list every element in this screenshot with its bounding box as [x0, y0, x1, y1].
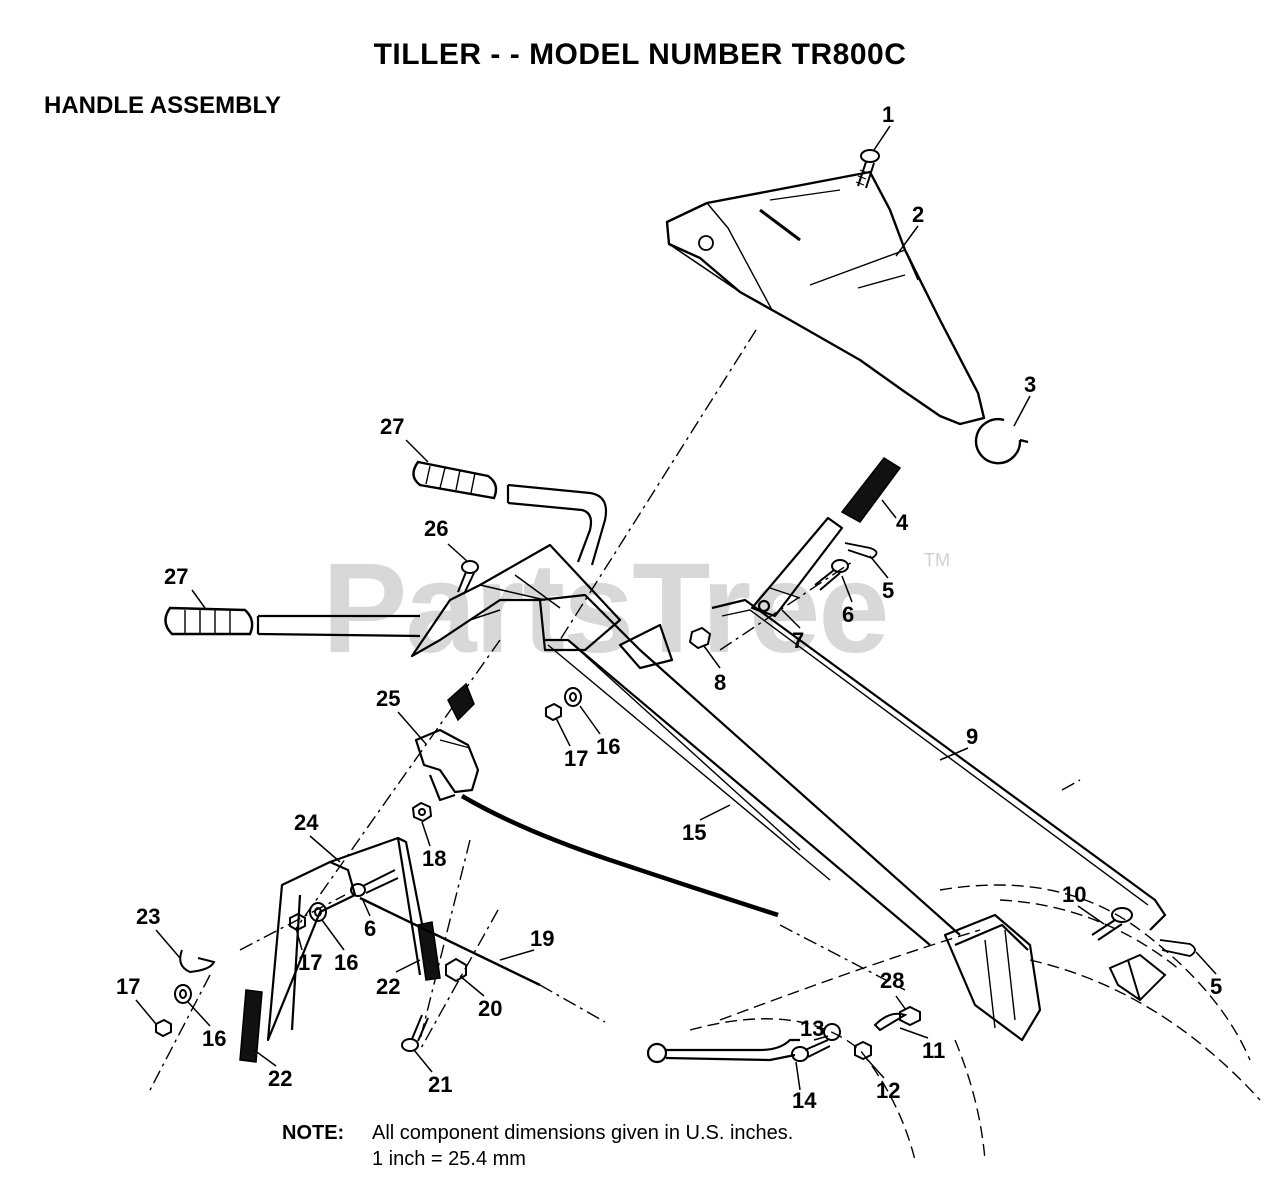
bolt-part-21 [401, 1014, 429, 1052]
callout-10: 10 [1062, 882, 1086, 907]
hairpin-part-5-lower [1159, 939, 1196, 957]
control-knob [447, 682, 475, 722]
washer-part-16-lower [174, 984, 192, 1004]
clip-part-23 [179, 949, 216, 974]
callout-17b: 17 [298, 950, 322, 975]
callout-27b: 27 [164, 564, 188, 589]
callout-5a: 5 [882, 578, 894, 603]
callout-15: 15 [682, 820, 706, 845]
callout-27a: 27 [380, 414, 404, 439]
nut-part-17-upper [545, 702, 562, 722]
washer-part-16-mid [309, 902, 327, 922]
shift-bracket [1108, 953, 1167, 1002]
callout-9: 9 [966, 724, 978, 749]
alignment-lines [149, 329, 1081, 1091]
grip-lower-part-27 [164, 606, 254, 636]
diagram-subtitle: HANDLE ASSEMBLY [44, 92, 281, 119]
callout-5b: 5 [1210, 974, 1222, 999]
grip-upper-part-27 [412, 460, 498, 500]
callout-18: 18 [422, 846, 446, 871]
callout-12: 12 [876, 1078, 900, 1103]
control-linkage-part-24 [266, 836, 434, 1042]
callout-22a: 22 [376, 974, 400, 999]
control-cable [460, 794, 779, 918]
washer-part-13 [823, 1023, 841, 1041]
spacer-part-11 [873, 1012, 908, 1032]
watermark: PartsTree TM [322, 537, 950, 680]
bolt-part-6-upper [814, 559, 849, 591]
main-handle-tube [539, 593, 1042, 1042]
nut-part-20 [445, 957, 467, 983]
rod-part-19 [359, 896, 541, 987]
bolt-part-10 [1091, 907, 1133, 941]
callout-6a: 6 [842, 602, 854, 627]
nut-part-12 [854, 1040, 872, 1061]
retaining-ring-part-3 [974, 418, 1029, 465]
handlebar-lower [256, 614, 421, 638]
callout-17c: 17 [116, 974, 140, 999]
nut-part-17-mid [289, 912, 306, 932]
nut-part-17-lower [155, 1018, 172, 1038]
nut-part-18 [411, 801, 433, 823]
callout-19: 19 [530, 926, 554, 951]
shift-rod-part-9 [711, 598, 1167, 931]
note-block: NOTE: All component dimensions given in U… [282, 1120, 793, 1172]
nut-part-8 [688, 626, 712, 650]
callout-16a: 16 [596, 734, 620, 759]
shift-lever-part-7 [750, 516, 844, 618]
bolt-part-26 [457, 560, 479, 595]
watermark-text: PartsTree [322, 537, 888, 680]
tiller-body-outline [689, 884, 1261, 1161]
callout-8: 8 [714, 670, 726, 695]
callout-1: 1 [882, 102, 894, 127]
depth-lever-part-14 [646, 1038, 800, 1064]
lever-grip-part-4 [840, 457, 902, 523]
callout-14: 14 [792, 1088, 817, 1113]
note-line-2: 1 inch = 25.4 mm [372, 1148, 526, 1170]
washer-part-16-upper [564, 687, 582, 707]
callout-4: 4 [896, 510, 909, 535]
callout-6b: 6 [364, 916, 376, 941]
diagram-title: TILLER - - MODEL NUMBER TR800C [373, 38, 907, 71]
callout-16b: 16 [334, 950, 358, 975]
callout-23: 23 [136, 904, 160, 929]
bolt-part-14 [791, 1039, 831, 1062]
leader-lines [135, 125, 1217, 1091]
watermark-tm: TM [924, 550, 950, 570]
callout-16c: 16 [202, 1026, 226, 1051]
bolt-part-6-lower [350, 869, 399, 897]
callout-labels: 1 2 3 4 5 5 6 6 7 8 9 10 11 12 13 14 15 … [116, 102, 1222, 1113]
callout-20: 20 [478, 996, 502, 1021]
callout-17a: 17 [564, 746, 588, 771]
callout-26: 26 [424, 516, 448, 541]
callout-28: 28 [880, 968, 904, 993]
handle-cover [665, 170, 986, 426]
callout-13: 13 [800, 1016, 824, 1041]
callout-11: 11 [922, 1038, 945, 1063]
note-line-1: All component dimensions given in U.S. i… [372, 1122, 794, 1144]
callout-2: 2 [912, 202, 924, 227]
nut-part-28 [899, 1005, 921, 1027]
spring-part-22-lower [239, 989, 263, 1063]
callout-22b: 22 [268, 1066, 292, 1091]
handlebar-upper [506, 483, 608, 566]
callout-24: 24 [294, 810, 319, 835]
callout-7: 7 [792, 628, 804, 653]
callout-25: 25 [376, 686, 400, 711]
note-label: NOTE: [282, 1122, 345, 1144]
spring-part-22-upper [417, 921, 441, 981]
callout-3: 3 [1024, 372, 1036, 397]
handle-mount-plate [410, 543, 674, 670]
callout-21: 21 [428, 1072, 452, 1097]
screw-part-1 [855, 149, 880, 189]
control-bracket-part-25 [414, 728, 480, 802]
